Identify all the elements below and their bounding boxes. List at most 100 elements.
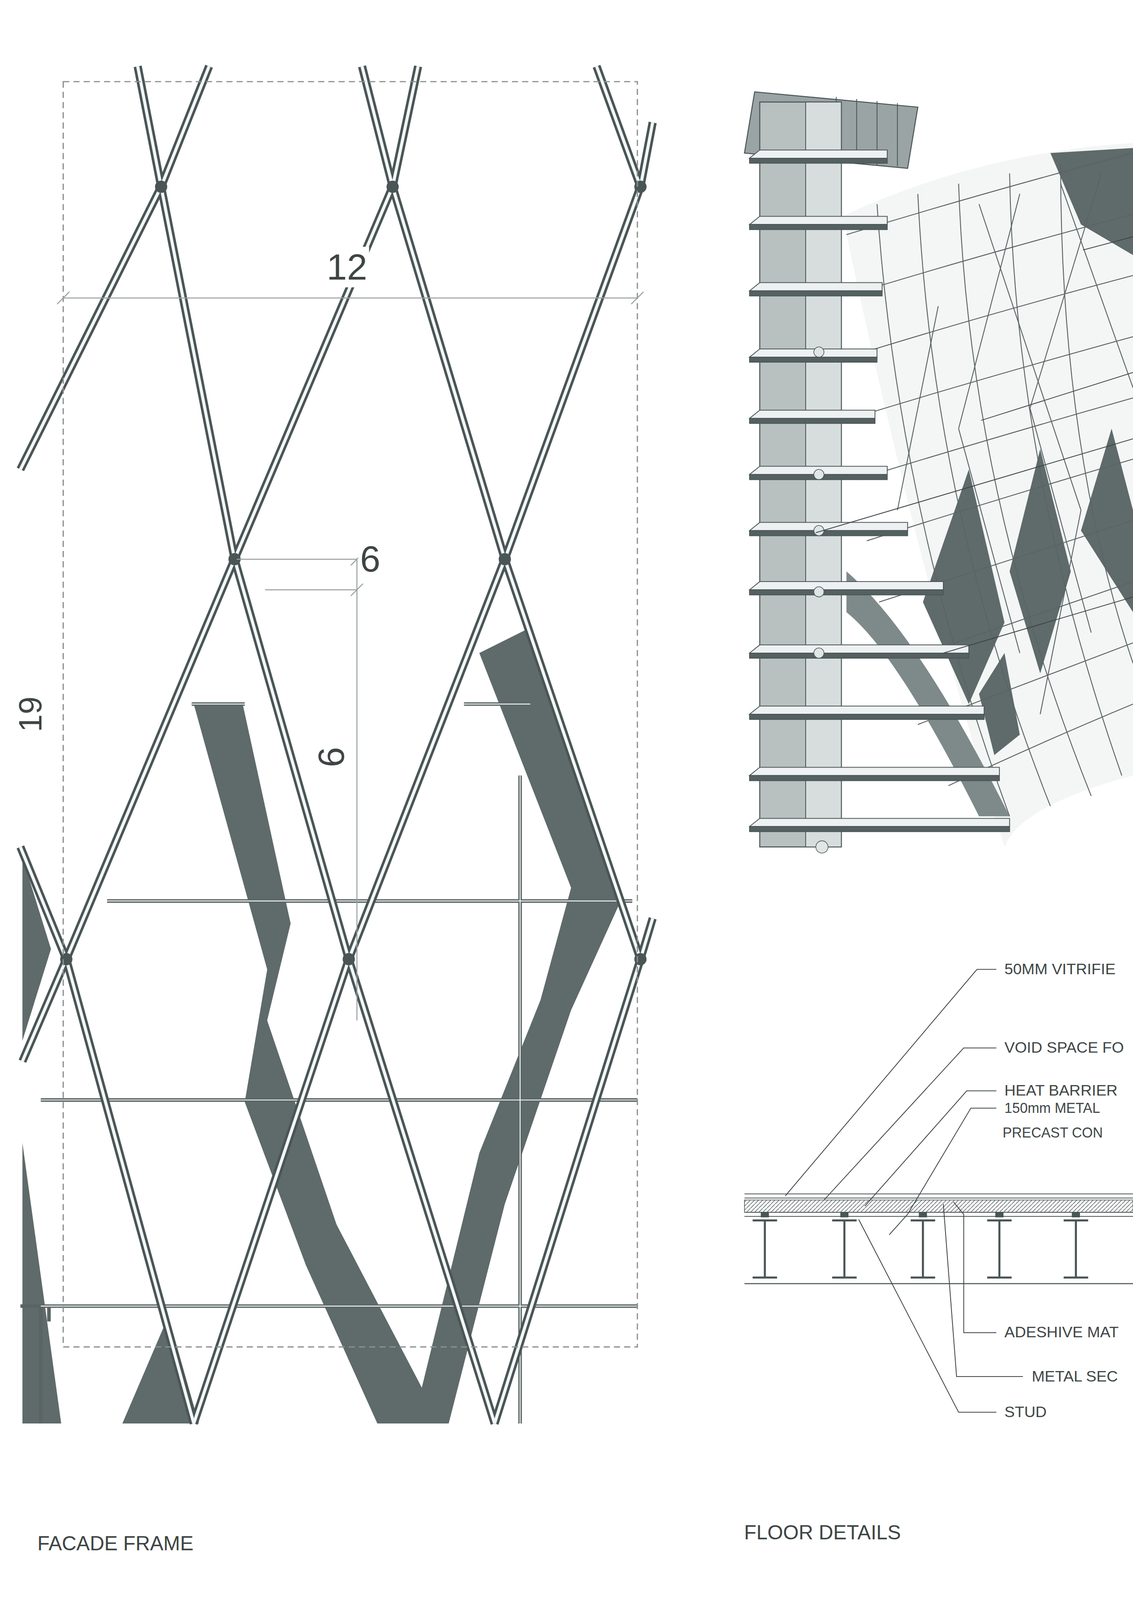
callout-label: 50MM VITRIFIE [1002, 959, 1118, 978]
dashed-outline [63, 81, 638, 1347]
label-text: STUD [1002, 1402, 1049, 1420]
floor-slab-part [749, 150, 888, 159]
label-text: HEAT BARRIER [1002, 1081, 1120, 1099]
diagrid-node-part [498, 553, 512, 566]
facade-shadow [922, 147, 1133, 755]
dimension-label: 6 [358, 538, 383, 580]
leader-line-part [815, 236, 1133, 653]
diagrid-node-part [634, 180, 647, 193]
label-text: 19 [12, 694, 49, 734]
floor-slab-part [749, 216, 888, 225]
column-part [813, 346, 824, 357]
label-text: FACADE FRAME [35, 1531, 196, 1554]
floor-slab-part [749, 418, 875, 424]
leader-line-part [953, 1201, 997, 1332]
column-part [813, 586, 824, 597]
floor-slab-part [749, 282, 883, 291]
section-title: FACADE FRAME [35, 1531, 196, 1555]
leader-line-part [858, 1219, 997, 1413]
label-text: 50MM VITRIFIE [1002, 959, 1118, 978]
column-part [815, 840, 828, 853]
diagrid-node-part [386, 180, 399, 193]
steel-beam [752, 1220, 1089, 1278]
floor-slab-part [749, 652, 969, 658]
label-text: FLOOR DETAILS [742, 1520, 903, 1543]
tower-perspective [744, 91, 1133, 853]
stud-part [760, 1211, 770, 1217]
dimension-label: 12 [325, 246, 370, 289]
floor-slab [749, 150, 1010, 832]
stud-part [995, 1211, 1004, 1217]
dimension-label: 6 [310, 744, 353, 770]
stud-part [1071, 1211, 1081, 1217]
facade-frame [20, 66, 653, 1423]
floor-slab-part [749, 589, 944, 595]
label-text: 6 [310, 744, 352, 770]
floor-slab-part [749, 644, 969, 653]
floor-insulation [744, 1199, 1133, 1212]
dimension-label: 19 [12, 694, 50, 734]
label-text: 6 [358, 538, 383, 580]
label-text: VOID SPACE FO [1002, 1038, 1126, 1056]
floor-slab-part [749, 775, 1000, 781]
floor-slab-part [749, 356, 878, 363]
stud-part [918, 1211, 927, 1217]
facade-shadow-part [1009, 448, 1071, 673]
callout-label: METAL SEC [1029, 1366, 1120, 1385]
steel-beam-part [987, 1220, 1012, 1278]
callout-label: HEAT BARRIER [1002, 1081, 1120, 1099]
dimension-line [56, 291, 644, 1020]
floor-slab-part [749, 581, 944, 590]
diagrid-strut [20, 66, 653, 1423]
floor-beam-part [20, 703, 638, 1423]
floor-slab-part [749, 705, 984, 714]
floor-slab-part [749, 158, 888, 164]
diagrid-node-part [634, 952, 647, 966]
label-text: METAL SEC [1029, 1366, 1120, 1385]
facade-mesh-part [897, 173, 1133, 714]
floor-finish [744, 1193, 1133, 1198]
steel-beam-part [910, 1220, 936, 1278]
floor-slab-part [749, 817, 1010, 827]
floor-slab-part [749, 766, 1000, 776]
leader-line [785, 968, 1023, 1412]
label-text: 12 [325, 246, 370, 288]
floor-slab-part [749, 522, 908, 531]
section-title: FLOOR DETAILS [742, 1520, 903, 1544]
label-text: 150mm METAL PRECAST CON [1002, 1099, 1105, 1140]
facade-shadow-part [413, 627, 623, 1423]
diagrid-node-part [60, 952, 73, 966]
leader-line-part [823, 1047, 997, 1200]
diagrid-node [60, 180, 647, 965]
stud-part [840, 1211, 849, 1217]
callout-label: 150mm METAL PRECAST CON [1002, 1095, 1131, 1145]
floor-slab-part [749, 224, 888, 230]
steel-beam-part [832, 1220, 857, 1278]
floor-slab-part [749, 290, 883, 296]
dimension-line-part [63, 297, 638, 299]
diagrid-node-part [155, 180, 168, 193]
leader-line-part [785, 968, 997, 1196]
floor-slab-part [749, 713, 984, 720]
floor-slab-part [749, 348, 878, 357]
floor-slab-part [749, 409, 875, 419]
label-text: ADESHIVE MAT [1002, 1322, 1121, 1340]
callout-label: STUD [1002, 1402, 1049, 1421]
steel-beam-part [1063, 1220, 1089, 1278]
floor-slab-part [749, 530, 908, 536]
dimension-line-part [236, 558, 357, 1020]
leader-line [815, 236, 1133, 653]
column-part [813, 469, 824, 480]
floor-beam [20, 703, 638, 1423]
floor-slab-part [749, 826, 1010, 832]
stud [760, 1211, 1081, 1217]
dimension-line-part [56, 291, 644, 305]
leader-line-part [889, 1107, 997, 1235]
column-part [813, 647, 824, 658]
floor-section [744, 968, 1133, 1412]
ceiling-line [744, 1282, 1133, 1284]
callout-label: VOID SPACE FO [1002, 1038, 1126, 1056]
callout-label: ADESHIVE MAT [1002, 1322, 1121, 1341]
